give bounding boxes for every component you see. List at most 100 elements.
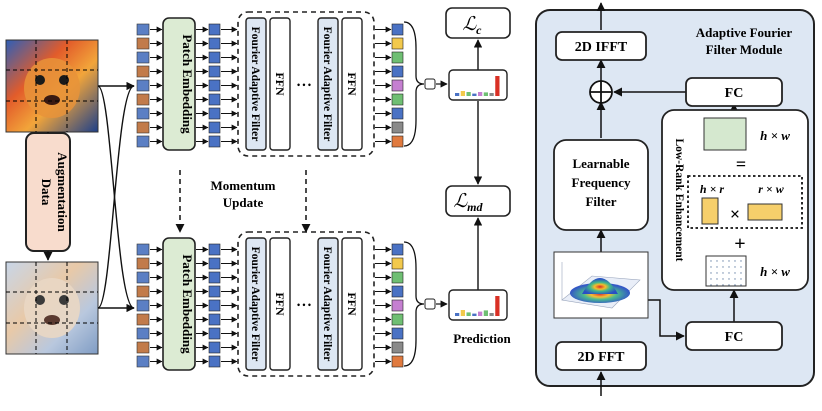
top-embed-token — [208, 121, 221, 134]
bottom-output-token — [391, 313, 404, 326]
low-rank-matrix-tall — [701, 197, 719, 225]
top-output-token — [391, 23, 404, 36]
learnable-line-2: Frequency — [572, 175, 631, 190]
bottom-output-token — [391, 327, 404, 340]
bottom-ffn-block — [269, 237, 291, 371]
bottom-patch-thumb — [136, 257, 150, 270]
bottom-patch-thumb — [136, 355, 150, 368]
prediction-bar — [460, 310, 465, 316]
fan-out-arrows — [97, 81, 135, 313]
bottom-embed-token — [208, 341, 221, 354]
ifft-label: 2D IFFT — [575, 40, 628, 55]
h-w-bottom-label: h × w — [760, 264, 790, 279]
r-w-label: r × w — [758, 182, 785, 196]
bottom-output-token — [391, 285, 404, 298]
top-output-token — [391, 93, 404, 106]
learnable-line-3: Filter — [585, 194, 616, 209]
top-patch-thumb — [136, 79, 150, 92]
momentum-label-2: Update — [223, 195, 264, 210]
top-patch-thumb — [136, 37, 150, 50]
top-ffn-block — [269, 17, 291, 151]
top-output-token — [391, 135, 404, 148]
bottom-embed-token — [208, 257, 221, 270]
prediction-bar — [472, 93, 477, 96]
bottom-patch-thumb — [136, 271, 150, 284]
prediction-bar — [483, 92, 488, 96]
loss-md-box: ℒmd — [445, 185, 511, 217]
bottom-patch-thumb — [136, 299, 150, 312]
prediction-bar — [466, 92, 471, 96]
bottom-patch-thumb — [136, 285, 150, 298]
bottom-fourier-filter-block — [245, 237, 267, 371]
prediction-bar — [483, 310, 488, 316]
top-output-token — [391, 107, 404, 120]
top-embed-token — [208, 37, 221, 50]
fft-label: 2D FFT — [577, 350, 625, 365]
top-embed-token — [208, 65, 221, 78]
bottom-output-token — [391, 299, 404, 312]
bottom-ffn-block — [341, 237, 363, 371]
bottom-ellipsis: • • • — [297, 300, 311, 310]
data-augmentation-label-2: Augmentation — [55, 152, 70, 232]
prediction-label: Prediction — [453, 331, 511, 346]
loss-c-subscript: c — [476, 23, 482, 37]
add-node — [589, 80, 613, 104]
bottom-fourier-filter-label: Fourier Adaptive Filter — [249, 247, 261, 362]
top-patch-thumb — [136, 121, 150, 134]
bottom-patch-embedding-label: Patch Embedding — [180, 254, 195, 354]
bottom-embed-token — [208, 243, 221, 256]
bottom-output-token — [391, 271, 404, 284]
bottom-embed-token — [208, 327, 221, 340]
bottom-embed-token — [208, 271, 221, 284]
top-patch-thumb — [136, 107, 150, 120]
svg-text:ℒmd: ℒmd — [453, 191, 483, 214]
prediction-bar — [478, 92, 483, 96]
bottom-cls-token — [424, 298, 436, 310]
bottom-embed-token — [208, 355, 221, 368]
bottom-output-token — [391, 243, 404, 256]
top-output-token — [391, 79, 404, 92]
top-embed-token — [208, 93, 221, 106]
low-rank-label: Low-Rank Enhancement — [673, 138, 685, 261]
bottom-embed-token — [208, 299, 221, 312]
top-output-token — [391, 51, 404, 64]
prediction-bar — [455, 93, 460, 96]
top-embed-token — [208, 135, 221, 148]
prediction-bar — [489, 313, 494, 316]
top-patch-embedding-label: Patch Embedding — [180, 34, 195, 134]
top-fourier-filter-label: Fourier Adaptive Filter — [249, 27, 261, 142]
top-fourier-filter-block — [245, 17, 267, 151]
low-rank-matrix-full — [703, 117, 747, 151]
top-output-token — [391, 121, 404, 134]
bottom-fourier-filter-block — [317, 237, 339, 371]
prediction-chart-top — [448, 69, 508, 101]
h-r-label: h × r — [700, 182, 725, 196]
bottom-output-token — [391, 355, 404, 368]
input-image-original — [5, 39, 99, 133]
top-merge-brace — [403, 21, 425, 147]
top-patch-thumb — [136, 51, 150, 64]
fc-top-box: FC — [685, 77, 783, 107]
prediction-bar — [495, 76, 500, 96]
prediction-bar — [495, 296, 500, 316]
svg-text:ℒc: ℒc — [462, 14, 482, 37]
bottom-patch-thumb — [136, 313, 150, 326]
afm-title-line-1: Adaptive Fourier — [696, 25, 793, 40]
data-augmentation-label-1: Data — [39, 179, 54, 206]
top-embed-token — [208, 51, 221, 64]
loss-c-box: ℒc — [445, 7, 511, 39]
low-rank-enhancement: Low-Rank Enhancement h × w = h × r r × w… — [661, 109, 809, 291]
momentum-label-1: Momentum — [211, 178, 276, 193]
prediction-bar — [489, 93, 494, 96]
ifft-box: 2D IFFT — [555, 31, 647, 61]
top-patch-thumb — [136, 93, 150, 106]
prediction-bar — [472, 313, 477, 316]
prediction-chart-bottom — [448, 289, 508, 321]
momentum-update: Momentum Update — [175, 170, 311, 233]
input-image-augmented — [5, 261, 99, 355]
top-patch-thumb — [136, 135, 150, 148]
top-patch-embedding-block — [162, 17, 196, 151]
h-w-top-label: h × w — [760, 128, 790, 143]
